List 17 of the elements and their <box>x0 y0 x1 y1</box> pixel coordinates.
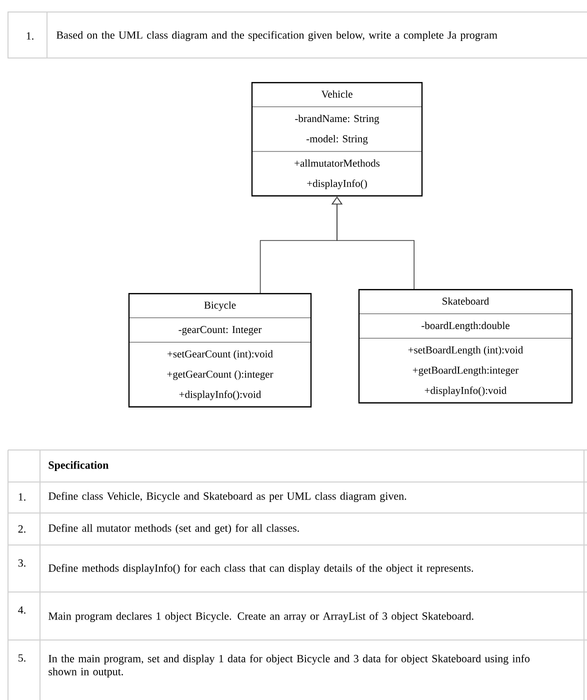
table-text: Based on the UML class diagram and the specification given below, write a complete Ja program <box>56 30 498 42</box>
table-text: Define all mutator methods (set and get) for all classes. <box>48 524 299 534</box>
class-box: Bicycle -gearCount: Integer +setGearCount (int):void +getGearCount ():integer +displayInfo():void <box>128 293 312 408</box>
table-text: Main program declares 1 object Bicycle. Create an array or ArrayList of 3 object Skateboard. <box>48 612 474 622</box>
item-number: 1. <box>26 32 34 40</box>
item-number: 4. <box>18 606 26 614</box>
item-number: 3. <box>18 559 26 567</box>
class-box: Vehicle -brandName: String -model: String +allmutatorMethods +displayInfo() <box>251 82 423 196</box>
item-number: 1. <box>18 493 26 501</box>
table-text: Define class Vehicle, Bicycle and Skateboard as per UML class diagram given. <box>48 492 406 502</box>
class-box: Skateboard -boardLength:double +setBoardLength (int):void +getBoardLength:integer +displayInfo():void <box>358 289 573 404</box>
item-number: 2. <box>18 525 26 533</box>
table-heading: Specification <box>48 460 109 472</box>
table-text: In the main program, set and display 1 data for object Bicycle and 3 data for object Skateboard using info shown in output. <box>48 654 530 678</box>
generalization-arrow <box>331 196 414 290</box>
item-number: 5. <box>18 654 26 662</box>
table-text: Define methods displayInfo() for each class that can display details of the object it represents. <box>48 564 474 574</box>
